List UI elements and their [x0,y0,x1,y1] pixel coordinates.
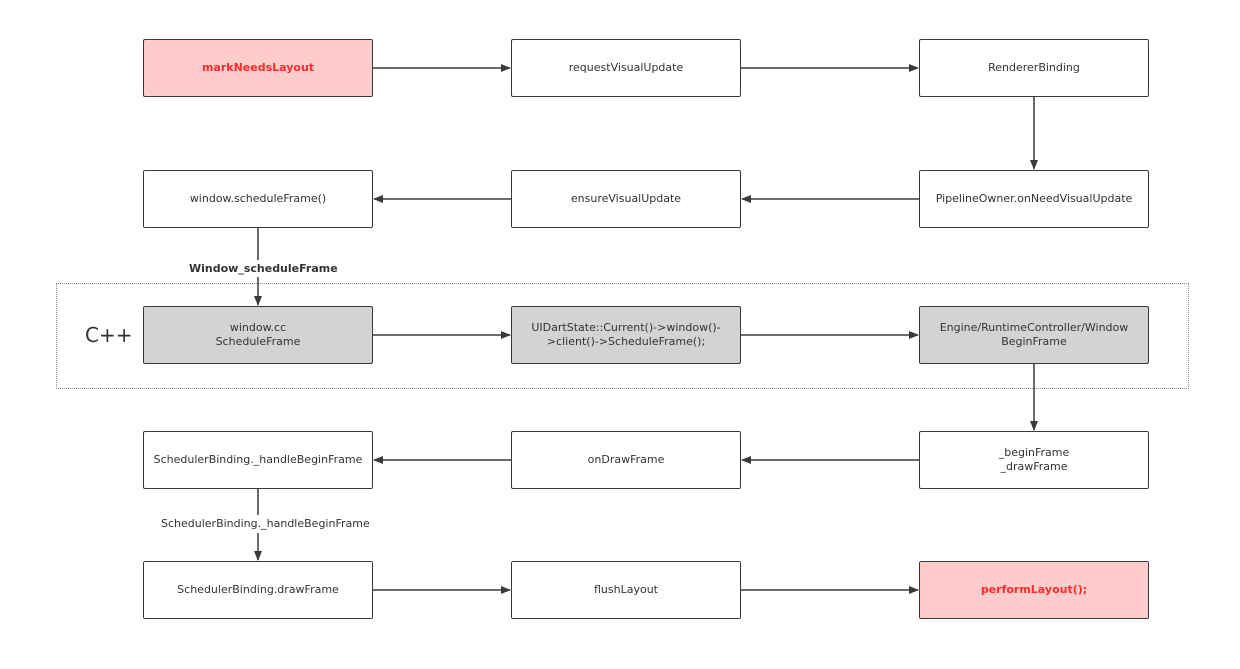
edge-label-window-schedule-frame: Window_scheduleFrame [189,262,338,275]
node-mark-needs-layout: markNeedsLayout [143,39,373,97]
node-ensure-visual-update: ensureVisualUpdate [511,170,741,228]
node-flush-layout: flushLayout [511,561,741,619]
cpp-region-label: C++ [85,323,133,347]
node-renderer-binding: RendererBinding [919,39,1149,97]
node-begin-draw-frame: _beginFrame _drawFrame [919,431,1149,489]
node-ui-dart-state: UIDartState::Current()->window()- >clien… [511,306,741,364]
cpp-region-boundary [56,283,1189,389]
node-window-cc: window.cc ScheduleFrame [143,306,373,364]
node-perform-layout: performLayout(); [919,561,1149,619]
node-window-schedule-frame: window.scheduleFrame() [143,170,373,228]
edge-label-handle-begin-frame: SchedulerBinding._handleBeginFrame [161,517,370,530]
node-handle-begin-frame: SchedulerBinding._handleBeginFrame [143,431,373,489]
node-pipeline-owner: PipelineOwner.onNeedVisualUpdate [919,170,1149,228]
node-engine-begin-frame: Engine/RuntimeController/Window BeginFra… [919,306,1149,364]
node-draw-frame: SchedulerBinding.drawFrame [143,561,373,619]
node-on-draw-frame: onDrawFrame [511,431,741,489]
node-request-visual-update: requestVisualUpdate [511,39,741,97]
